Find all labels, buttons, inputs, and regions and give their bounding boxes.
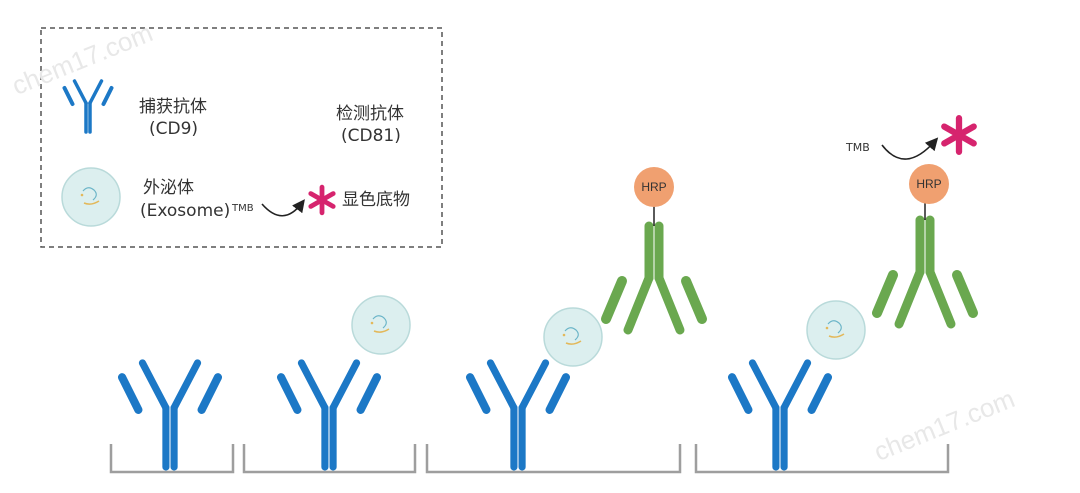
capture-antibody-sub: (CD9) xyxy=(149,119,199,139)
legend-exosome-icon xyxy=(61,167,121,227)
exosome xyxy=(806,300,866,360)
legend-box xyxy=(40,27,443,248)
detection-antibody-label: 检测抗体 xyxy=(336,104,404,124)
exosome-sub: (Exosome) xyxy=(140,201,231,221)
capture-antibody-label: 捕获抗体 xyxy=(139,97,207,117)
capture-antibody xyxy=(732,363,828,467)
detection-antibody-sub: (CD81) xyxy=(341,126,401,146)
legend-capture-antibody-icon xyxy=(62,79,114,134)
capture-antibody xyxy=(281,363,377,467)
hrp-label: HRP xyxy=(916,177,941,191)
capture-antibody xyxy=(470,363,566,467)
capture-antibody xyxy=(122,363,218,467)
substrate-label: 显色底物 xyxy=(342,190,410,210)
exosome xyxy=(351,295,411,355)
signal-asterisk-icon xyxy=(944,118,973,152)
hrp-enzyme xyxy=(634,167,674,207)
top-tmb-label: TMB xyxy=(846,141,870,154)
hrp-label: HRP xyxy=(641,180,666,194)
well-2 xyxy=(242,444,417,474)
detection-antibody xyxy=(877,220,973,324)
hrp-enzyme xyxy=(909,164,949,204)
well-1 xyxy=(109,444,235,474)
well-3 xyxy=(425,444,682,474)
legend-tmb-label: TMB xyxy=(232,203,254,214)
detection-antibody xyxy=(606,226,702,330)
exosome-label: 外泌体 xyxy=(143,178,194,198)
well-4 xyxy=(694,444,950,474)
reaction-arrow-icon xyxy=(881,137,939,160)
exosome xyxy=(543,307,603,367)
legend-substrate-asterisk-icon xyxy=(311,187,333,213)
legend-arrow-icon xyxy=(261,199,305,217)
